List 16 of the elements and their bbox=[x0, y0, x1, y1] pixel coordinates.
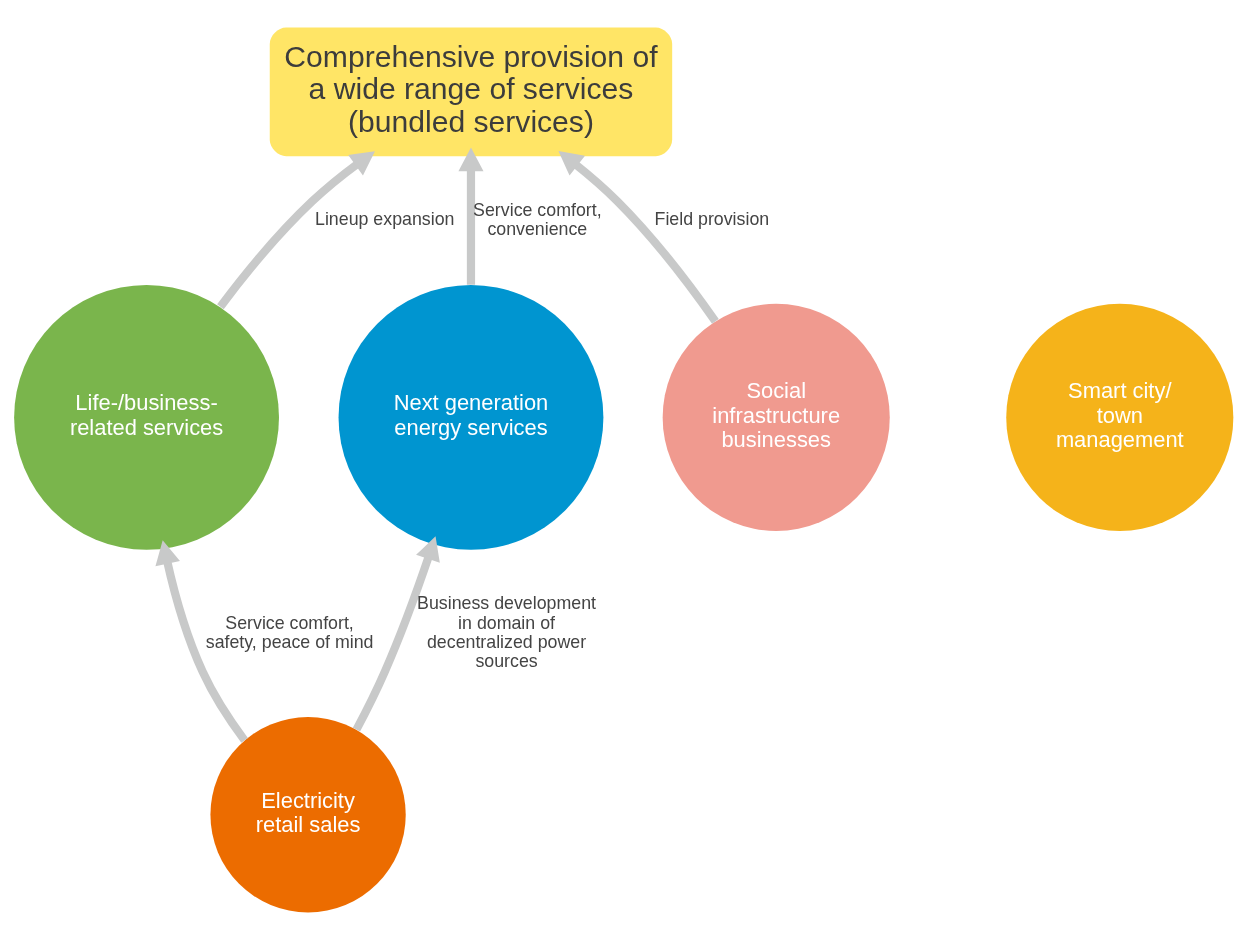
node-circle: Electricity retail sales bbox=[210, 716, 406, 912]
arrow bbox=[217, 150, 375, 309]
node-box: Comprehensive provision of a wide range of services (bundled services) bbox=[269, 27, 673, 156]
edge-label: Field provision bbox=[654, 208, 770, 229]
node-circle: Smart city/ town management bbox=[1006, 303, 1234, 531]
edge-label: Service comfort, convenience bbox=[473, 199, 602, 239]
node-circle: Life-/business-related services bbox=[14, 284, 279, 550]
arrow bbox=[458, 146, 484, 285]
edge-label: Lineup expansion bbox=[315, 208, 455, 229]
arrow bbox=[558, 150, 719, 324]
arrow bbox=[155, 539, 248, 743]
node-circle: Next generation energy services bbox=[338, 284, 604, 550]
edge-label: Service comfort, safety, peace of mind bbox=[205, 612, 374, 652]
arrow bbox=[352, 535, 440, 731]
node-circle: Social infrastructure businesses bbox=[662, 303, 890, 531]
edge-label: Business development in domain of decentralized power sources bbox=[417, 592, 597, 671]
